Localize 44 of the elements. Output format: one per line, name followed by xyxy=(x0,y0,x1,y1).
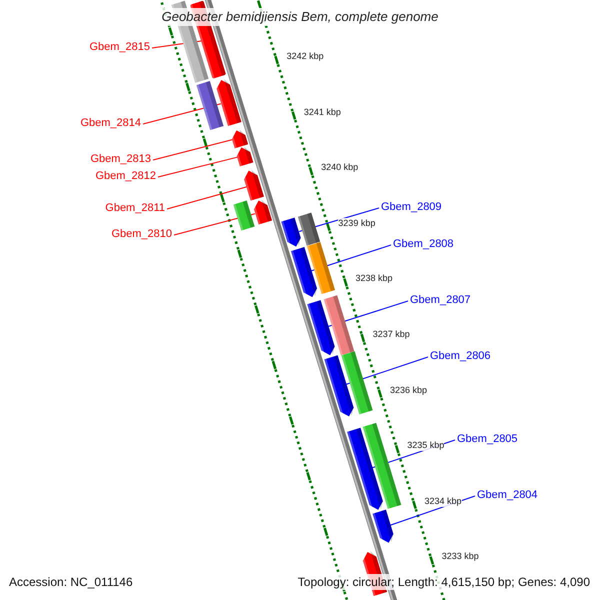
gene-label: Gbem_2809 xyxy=(381,201,442,214)
gene-label: Gbem_2812 xyxy=(95,170,156,183)
scale-label: 3236 kbp xyxy=(390,384,428,396)
scale-label: 3242 kbp xyxy=(286,51,324,62)
gene-block xyxy=(234,144,254,166)
gene-block xyxy=(307,242,336,294)
gene-block xyxy=(340,350,372,414)
scale-label: 3240 kbp xyxy=(321,162,358,174)
gene-block xyxy=(324,294,354,356)
gene-label: Gbem_2807 xyxy=(410,294,471,307)
gene-block xyxy=(298,212,320,246)
gene-block xyxy=(252,198,272,226)
scale-label: 3237 kbp xyxy=(372,329,410,340)
gene-block xyxy=(290,246,319,300)
leader-line xyxy=(166,186,248,210)
scale-label: 3233 kbp xyxy=(442,551,479,562)
gene-block xyxy=(372,510,395,546)
gene-label: Gbem_2815 xyxy=(89,41,150,54)
gene-block xyxy=(346,428,385,512)
gene-label: Gbem_2811 xyxy=(105,202,165,215)
gene-block xyxy=(363,422,402,510)
gene-block xyxy=(196,80,224,130)
gene-label: Gbem_2810 xyxy=(111,228,172,241)
gene-label: Gbem_2813 xyxy=(90,153,151,166)
leader-line xyxy=(152,139,232,160)
accession-text: Accession: NC_011146 xyxy=(9,574,133,590)
scale-label: 3238 kbp xyxy=(356,273,393,284)
gene-block xyxy=(282,218,304,250)
gene-block xyxy=(242,168,264,202)
gene-block xyxy=(214,78,242,126)
scale-label: 3234 kbp xyxy=(424,496,462,507)
scale-label: 3235 kbp xyxy=(407,440,444,452)
gene-label: Gbem_2814 xyxy=(80,117,141,130)
gene-label: Gbem_2806 xyxy=(430,350,491,363)
gene-label: Gbem_2805 xyxy=(457,433,518,446)
scale-label: 3239 kbp xyxy=(338,218,376,229)
gene-block xyxy=(307,300,337,358)
gene-label: Gbem_2804 xyxy=(477,489,538,502)
gene-block xyxy=(324,354,356,418)
gene-block xyxy=(233,200,255,232)
scale-label: 3241 kbp xyxy=(304,106,341,118)
gene-block xyxy=(230,128,248,148)
leader-line xyxy=(158,156,238,178)
gene-label: Gbem_2808 xyxy=(393,238,454,251)
